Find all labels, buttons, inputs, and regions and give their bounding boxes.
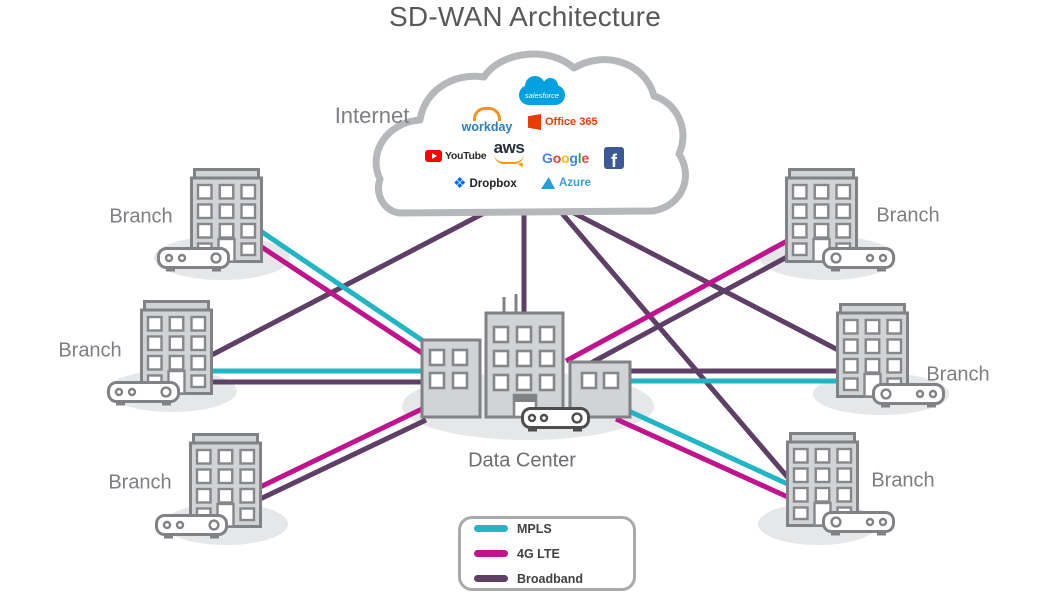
branch-router-mid-left — [107, 381, 180, 407]
link-branch-top-right-dc-broadband — [576, 248, 800, 373]
page-title: SD-WAN Architecture — [389, 1, 661, 32]
workday-logo: workday — [459, 107, 515, 134]
google-logo-letter: l — [577, 150, 582, 166]
google-logo-letter: o — [552, 150, 562, 166]
legend-label-mpls: MPLS — [517, 521, 552, 536]
aws-logo: aws — [490, 139, 528, 164]
dropbox-icon: ❖ — [453, 175, 467, 192]
link-internet-branch-bottom-right-broadband — [558, 209, 792, 482]
broadband-line-swatch — [474, 575, 508, 582]
google-logo: G o o g l e — [542, 150, 589, 166]
google-logo-letter: G — [542, 150, 553, 166]
link-branch-bottom-right-dc-lte — [614, 416, 792, 501]
legend-item-broadband: Broadband — [474, 572, 633, 586]
salesforce-logo-text: salesforce — [524, 91, 560, 100]
youtube-logo: YouTube — [425, 150, 487, 162]
aws-logo-text: aws — [493, 138, 525, 157]
internet-label: Internet — [334, 103, 410, 128]
link-branch-bottom-right-dc-mpls — [618, 404, 794, 489]
link-branch-top-left-dc-mpls — [254, 225, 434, 350]
data-center-label: Data Center — [468, 449, 576, 472]
link-branch-top-left-dc-lte — [249, 237, 430, 360]
links — [204, 208, 844, 503]
google-logo-letter: g — [569, 150, 578, 166]
data-center-router — [521, 407, 590, 432]
branch-label-bottom-right: Branch — [871, 469, 935, 492]
link-branch-bottom-left-dc-broadband — [256, 417, 428, 503]
youtube-play-icon — [425, 150, 442, 162]
legend-label-broadband: Broadband — [517, 571, 583, 586]
branch-building-mid-left — [140, 300, 213, 395]
office365-logo-text: Office 365 — [545, 116, 598, 128]
branch-label-mid-right: Branch — [926, 363, 990, 386]
google-logo-letter: o — [561, 150, 570, 166]
office365-icon — [528, 114, 541, 130]
legend-item-mpls: MPLS — [474, 522, 633, 536]
branch-router-top-left — [157, 247, 230, 273]
branch-router-bottom-right — [822, 511, 895, 537]
azure-logo-text: Azure — [559, 177, 591, 189]
data-center-buildings — [420, 294, 632, 432]
legend-label-lte: 4G LTE — [517, 546, 560, 561]
azure-triangle-icon — [541, 177, 555, 189]
workday-logo-text: workday — [461, 120, 513, 134]
legend-item-lte: 4G LTE — [474, 547, 633, 561]
lte-line-swatch — [474, 550, 508, 557]
dropbox-logo-text: Dropbox — [469, 177, 517, 190]
facebook-logo: f — [604, 147, 624, 169]
dropbox-logo: ❖ Dropbox — [453, 176, 517, 191]
azure-logo: Azure — [541, 177, 591, 189]
link-internet-branch-mid-right-broadband — [568, 208, 844, 355]
salesforce-logo: salesforce — [519, 76, 565, 105]
branch-label-mid-left: Branch — [58, 339, 122, 362]
legend: MPLS 4G LTE Broadband — [458, 516, 636, 591]
branch-router-bottom-left — [155, 514, 228, 540]
branch-building-bottom-left — [189, 433, 262, 528]
youtube-logo-text: YouTube — [445, 150, 487, 162]
facebook-f-icon: f — [611, 150, 617, 169]
aws-smile-icon — [494, 154, 524, 164]
office365-logo: Office 365 — [528, 114, 598, 130]
branch-label-bottom-left: Branch — [108, 471, 172, 494]
google-logo-letter: e — [581, 150, 590, 166]
workday-arc-icon — [473, 107, 501, 121]
branch-router-top-right — [822, 247, 895, 273]
link-internet-branch-mid-left-broadband — [204, 208, 490, 361]
internet-cloud-shape — [372, 50, 689, 217]
branch-building-mid-right — [836, 303, 909, 398]
mpls-line-swatch — [474, 525, 508, 532]
link-branch-top-right-dc-lte — [564, 237, 791, 364]
link-branch-bottom-left-dc-lte — [254, 406, 424, 492]
branch-label-top-right: Branch — [876, 204, 940, 227]
salesforce-cloud-icon — [519, 76, 565, 105]
branch-label-top-left: Branch — [109, 205, 173, 228]
branch-router-mid-right — [872, 383, 945, 409]
